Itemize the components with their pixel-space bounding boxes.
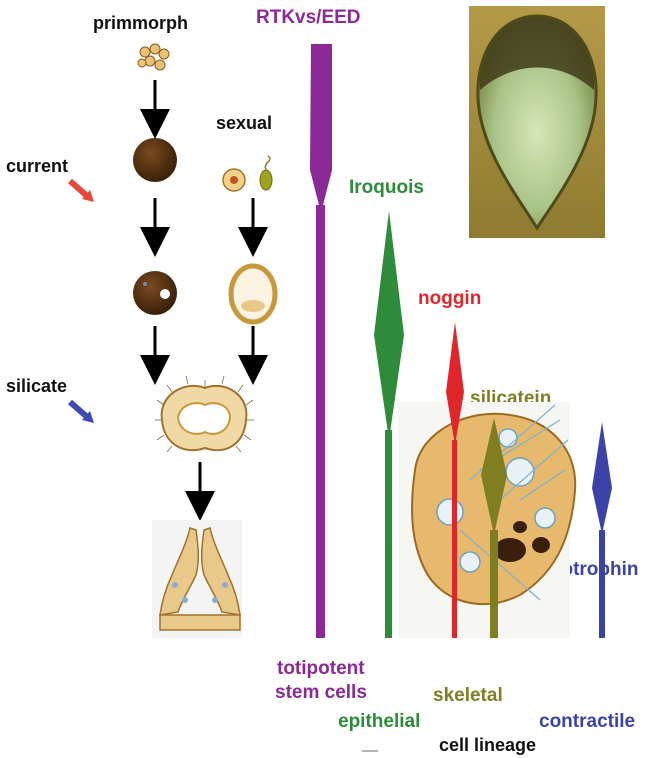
second-sphere xyxy=(133,271,177,315)
egg-and-sperm xyxy=(223,156,272,191)
rtk-bar xyxy=(310,44,332,638)
adult-sponge-section xyxy=(152,520,242,638)
cell-illustration xyxy=(398,402,575,638)
current-arrow-icon xyxy=(70,181,94,202)
current-sphere xyxy=(133,138,177,182)
silicate-section xyxy=(155,376,254,452)
primmorph-cluster xyxy=(138,44,169,70)
sexual-larva xyxy=(231,266,275,322)
myotrophin-bar xyxy=(592,422,612,638)
silicate-arrow-icon xyxy=(70,402,94,423)
larva-photo xyxy=(469,6,605,238)
